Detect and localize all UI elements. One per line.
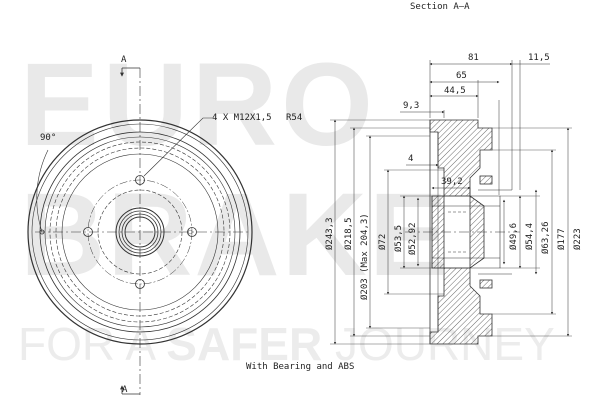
dim-44_5-label: 44,5: [444, 86, 466, 96]
dim-243_3-label: Ø243,3: [324, 217, 335, 250]
dim-218_5-label: Ø218,5: [343, 217, 354, 250]
dim-4-label: 4: [408, 154, 413, 164]
dim-54_4-label: Ø54,4: [524, 223, 535, 250]
dim-49_6-label: Ø49,6: [508, 223, 519, 250]
section-title: Section A–A: [410, 2, 470, 12]
dim-81-label: 81: [468, 53, 479, 63]
brand-watermark: EURO BRAKE: [20, 39, 448, 301]
bolt-hole-top: [135, 175, 145, 185]
dim-65-label: 65: [456, 71, 467, 81]
front-view: [27, 67, 253, 395]
bolt-hole-left: [83, 227, 93, 237]
radius-label: R54: [286, 113, 302, 123]
section-marker-top: A: [121, 55, 127, 65]
drawing-caption: With Bearing and ABS: [246, 362, 354, 372]
dim-223-label: Ø223: [572, 228, 583, 250]
bolt-pattern-label: 4 X M12X1,5: [212, 113, 272, 123]
dim-9_3-label: 9,3: [403, 101, 419, 111]
dim-72-label: Ø72: [377, 234, 388, 250]
dim-11_5-label: 11,5: [528, 53, 550, 63]
angle-label: 90°: [40, 133, 56, 143]
outer-rim: [27, 119, 253, 345]
section-view: [330, 60, 572, 345]
bolt-leader: [143, 117, 212, 177]
dim-39_2-label: 39,2: [441, 177, 463, 187]
dim-53_5-label: Ø53,5: [393, 225, 404, 252]
hub-bore: [124, 216, 156, 248]
dim-203-label: Ø203 (Max 204,3): [359, 213, 370, 300]
bolt-hole-bottom: [135, 279, 145, 289]
section-marker-bottom: A: [122, 385, 128, 395]
bolt-hole-right: [187, 227, 197, 237]
dim-177-label: Ø177: [556, 228, 567, 250]
dim-52_92-label: Ø52,92: [407, 222, 418, 255]
angle-arc: [36, 149, 49, 233]
abs-ring-bottom: [479, 279, 493, 289]
hub-outer: [115, 207, 165, 257]
dim-63_26-label: Ø63,26: [540, 221, 551, 254]
abs-ring-top: [479, 175, 493, 185]
